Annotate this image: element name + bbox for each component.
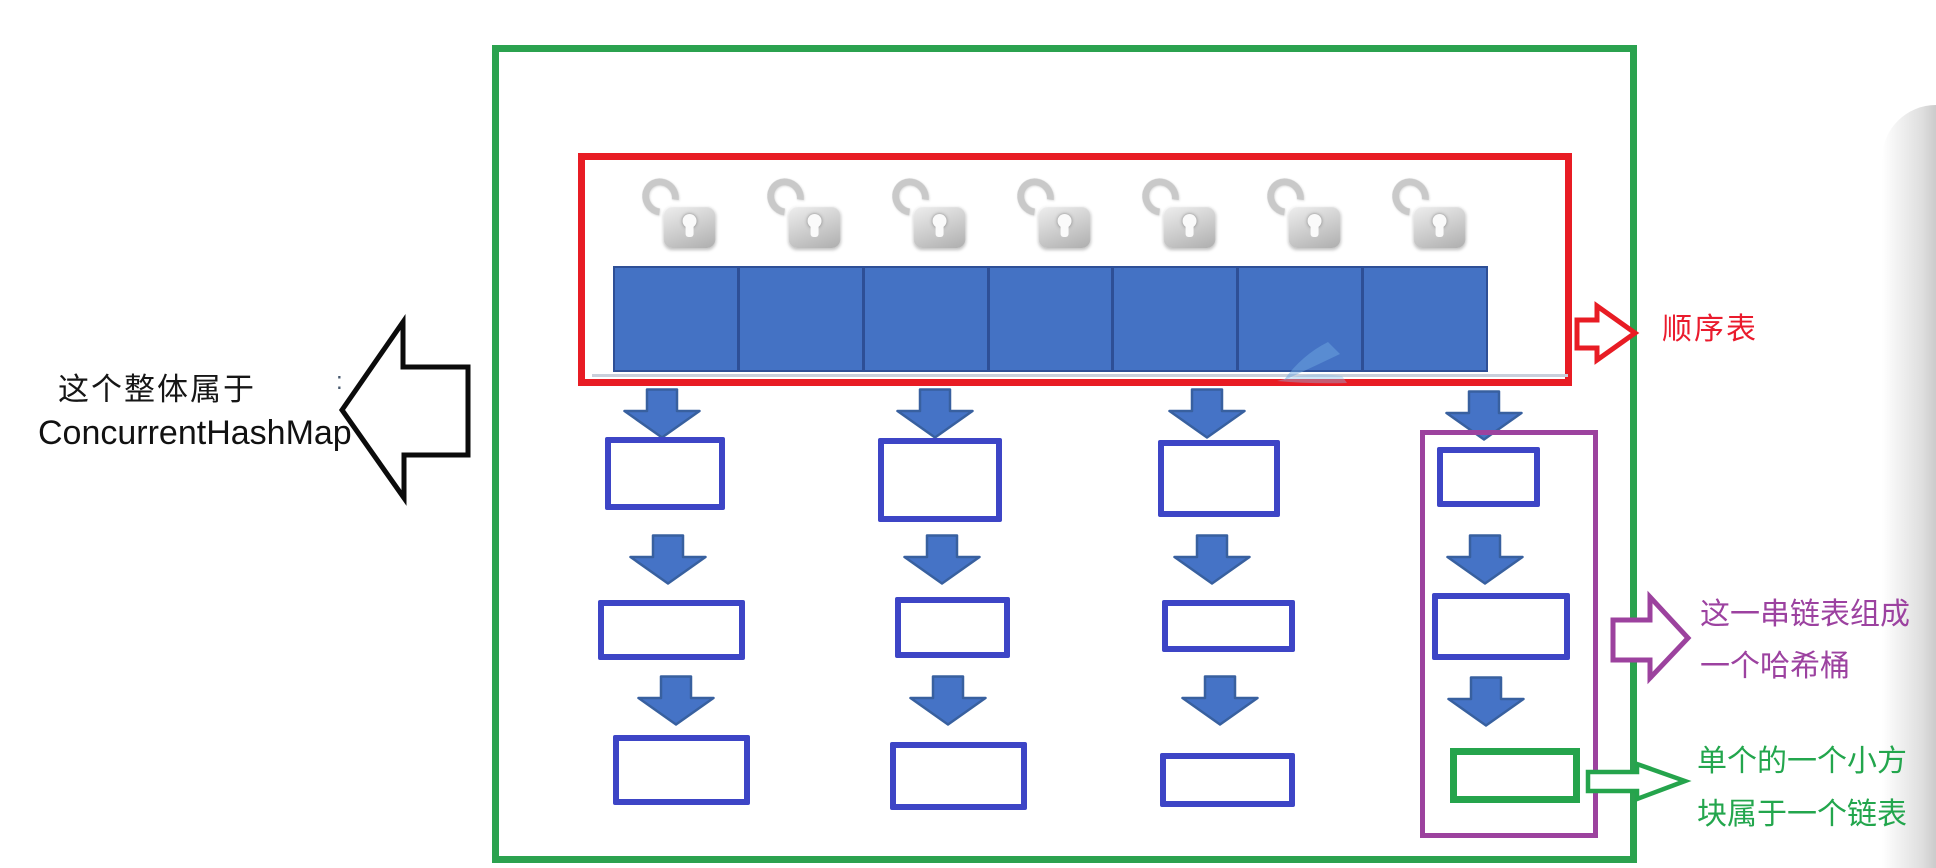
array-segment (1364, 268, 1486, 370)
lock-cell (738, 170, 863, 252)
array-segment (865, 268, 990, 370)
array-segment (615, 268, 740, 370)
down-arrow-icon (629, 534, 707, 585)
open-lock-icon (1134, 170, 1218, 250)
node-box (1162, 600, 1295, 652)
lock-body (1163, 206, 1216, 248)
lock-cell (1238, 170, 1363, 252)
node-note-line2: 块属于一个链表 (1697, 798, 1907, 831)
array-segment (1114, 268, 1240, 370)
node-box (598, 600, 745, 660)
array-label: 顺序表 (1662, 313, 1758, 346)
lock-keyhole (1432, 214, 1447, 237)
node-box (605, 437, 725, 510)
lock-row (613, 170, 1488, 252)
node-box (890, 742, 1027, 810)
down-arrow-icon (903, 534, 981, 585)
lock-cell (1363, 170, 1488, 252)
down-arrow-icon (623, 388, 701, 439)
lock-keyhole (1057, 214, 1072, 237)
down-arrow-icon (1445, 390, 1523, 441)
lock-cell (988, 170, 1113, 252)
node-box (613, 735, 750, 805)
down-arrow-icon (909, 675, 987, 726)
open-lock-icon (1009, 170, 1093, 250)
array-segment (740, 268, 865, 370)
lock-body (788, 206, 841, 248)
node-box (1158, 440, 1280, 517)
open-lock-icon (884, 170, 968, 250)
node-box (895, 597, 1010, 658)
left-note-line1: 这个整体属于 (58, 372, 256, 407)
down-arrow-icon (896, 388, 974, 439)
node-box (1432, 593, 1570, 660)
lock-body (913, 206, 966, 248)
lock-keyhole (807, 214, 822, 237)
array-segment (1239, 268, 1365, 370)
node-note-line1: 单个的一个小方 (1697, 745, 1907, 778)
lock-body (663, 206, 716, 248)
lock-cell (1113, 170, 1238, 252)
bucket-note-line2: 一个哈希桶 (1700, 650, 1850, 683)
lock-keyhole (1307, 214, 1322, 237)
down-arrow-icon (1173, 534, 1251, 585)
outer-boundary-box (492, 45, 1637, 863)
lock-body (1413, 206, 1466, 248)
lock-keyhole (932, 214, 947, 237)
hash-bucket-box (1420, 430, 1598, 838)
array-bar-shadow (592, 374, 1568, 377)
lock-keyhole (682, 214, 697, 237)
down-arrow-icon (637, 675, 715, 726)
lock-keyhole (1182, 214, 1197, 237)
lock-body (1288, 206, 1341, 248)
node-box (1160, 753, 1295, 807)
down-arrow-icon (1181, 675, 1259, 726)
open-lock-icon (1384, 170, 1468, 250)
left-note-line2: ConcurrentHashMap (38, 414, 352, 452)
lock-body (1038, 206, 1091, 248)
down-arrow-icon (1447, 676, 1525, 727)
node-highlight-box (1450, 748, 1580, 803)
open-lock-icon (634, 170, 718, 250)
stray-colon: : (336, 368, 343, 395)
array-bar (613, 266, 1488, 372)
down-arrow-icon (1446, 534, 1524, 585)
left-note-arrow-icon (338, 314, 471, 506)
node-box (878, 438, 1002, 522)
down-arrow-icon (1168, 388, 1246, 439)
lock-cell (613, 170, 738, 252)
open-lock-icon (1259, 170, 1343, 250)
array-segment (990, 268, 1115, 370)
node-box (1437, 447, 1540, 507)
lock-cell (863, 170, 988, 252)
bucket-note-line1: 这一串链表组成 (1700, 598, 1910, 631)
page-edge-shadow (1882, 105, 1936, 868)
segment-table-box (578, 153, 1572, 386)
open-lock-icon (759, 170, 843, 250)
